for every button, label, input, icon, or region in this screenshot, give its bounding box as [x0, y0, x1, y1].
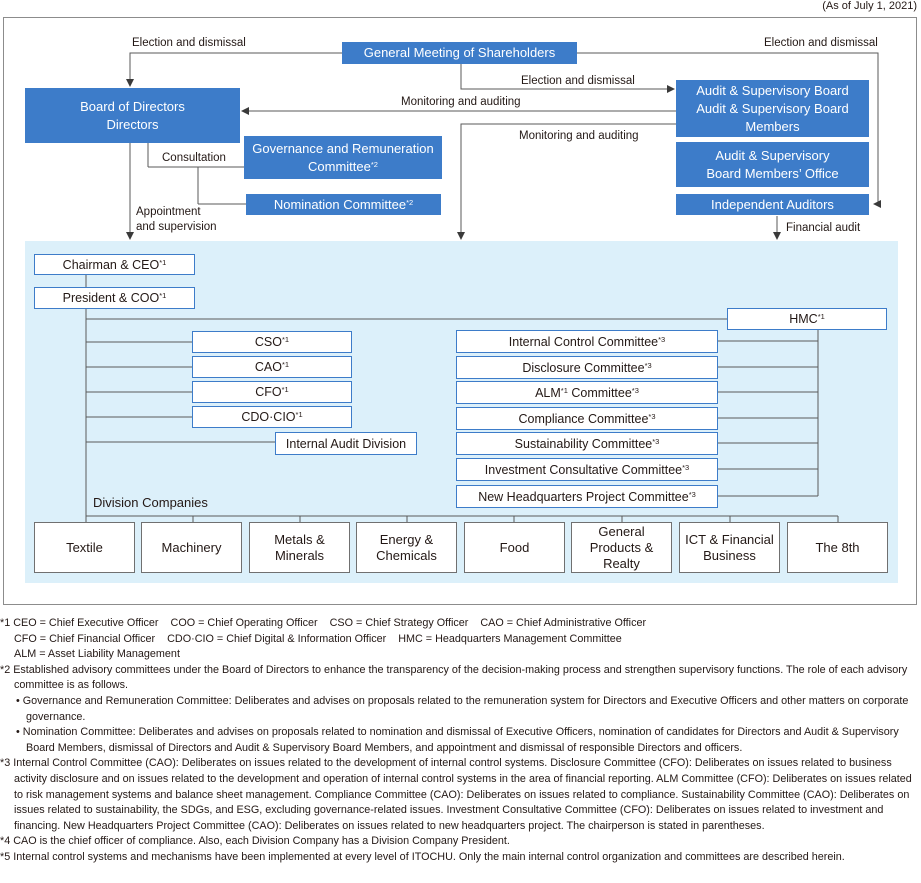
cdo-cio-box: CDO·CIO*1: [192, 406, 352, 428]
as-of-date: (As of July 1, 2021): [822, 0, 917, 12]
footnote-1-line2: CFO = Chief Financial Officer CDO·CIO = …: [14, 632, 622, 645]
nom-comm-label: Nomination Committee*2: [273, 196, 414, 212]
shareholders-label: General Meeting of Shareholders: [363, 45, 556, 60]
internal-audit-division-box: Internal Audit Division: [275, 432, 417, 455]
audit-board-line3: Members: [745, 118, 800, 134]
division-companies-label: Division Companies: [93, 495, 208, 510]
audit-board-line1: Audit & Supervisory Board: [696, 82, 849, 98]
footnote-2: *2 Established advisory committees under…: [0, 663, 908, 692]
board-title: Board of Directors: [80, 98, 185, 114]
consultation-label: Consultation: [162, 152, 226, 164]
audit-office-line2: Board Members’ Office: [706, 165, 839, 181]
shareholders-meeting-box: General Meeting of Shareholders: [342, 42, 577, 64]
footnote-mark: *3: [658, 334, 666, 344]
division-textile: Textile: [34, 522, 135, 573]
cfo-box: CFO*1: [192, 381, 352, 403]
alm-committee-box: ALM*1 Committee*3: [456, 381, 718, 404]
division-food: Food: [464, 522, 565, 573]
footnote-mark: *1: [295, 410, 303, 419]
election-dismissal-left-label: Election and dismissal: [132, 37, 246, 49]
new-hq-project-committee-box: New Headquarters Project Committee*3: [456, 485, 718, 508]
footnote-mark: *3: [682, 462, 690, 472]
governance-remuneration-committee-box: Governance and Remuneration Committee*2: [244, 136, 442, 179]
footnote-2-bullet-2: • Nomination Committee: Deliberates and …: [16, 726, 899, 754]
footnote-mark: *1: [281, 385, 289, 394]
footnote-1-line1: *1 CEO = Chief Executive Officer COO = C…: [0, 617, 647, 629]
footnote-2-bullet-1: • Governance and Remuneration Committee:…: [16, 694, 909, 723]
footnote-mark: *2: [406, 197, 414, 207]
chart-frame: [3, 17, 917, 605]
footnote-mark: *1: [282, 335, 290, 344]
election-dismissal-mid-label: Election and dismissal: [521, 75, 635, 87]
footnote-mark: *3: [648, 411, 656, 421]
cso-box: CSO*1: [192, 331, 352, 353]
hmc-box: HMC*1: [727, 308, 887, 330]
investment-consultative-committee-box: Investment Consultative Committee*3: [456, 458, 718, 481]
footnote-1-line3: ALM = Asset Liability Management: [14, 648, 180, 661]
footnote-mark: *1: [159, 257, 167, 267]
footnote-mark: *3: [652, 436, 660, 446]
gov-comm-line1: Governance and Remuneration: [252, 140, 434, 156]
independent-auditors-box: Independent Auditors: [676, 194, 869, 215]
compliance-committee-box: Compliance Committee*3: [456, 407, 718, 430]
footnotes: *1 CEO = Chief Executive Officer COO = C…: [0, 616, 918, 866]
division-energy-chemicals: Energy &Chemicals: [356, 522, 457, 573]
election-dismissal-right-label: Election and dismissal: [764, 37, 878, 49]
board-subtitle: Directors: [106, 116, 159, 132]
audit-board-line2: Audit & Supervisory Board: [696, 100, 849, 116]
audit-supervisory-board-box: Audit & Supervisory Board Audit & Superv…: [676, 80, 869, 137]
footnote-4: *4 CAO is the chief officer of complianc…: [0, 835, 510, 848]
financial-audit-label: Financial audit: [786, 222, 861, 234]
division-metals-minerals: Metals &Minerals: [249, 522, 350, 573]
gov-comm-line2: Committee*2: [308, 158, 378, 174]
footnote-mark: *1: [817, 312, 825, 321]
monitoring-auditing-label-1: Monitoring and auditing: [401, 96, 521, 108]
footnote-mark: *1: [282, 360, 290, 369]
footnote-mark: *3: [631, 385, 639, 395]
division-the-8th: The 8th: [787, 522, 888, 573]
board-of-directors-box: Board of Directors Directors: [25, 88, 240, 143]
sustainability-committee-box: Sustainability Committee*3: [456, 432, 718, 455]
president-coo-box: President & COO*1: [34, 287, 195, 309]
internal-audit-label: Internal Audit Division: [285, 436, 407, 451]
footnote-5: *5 Internal control systems and mechanis…: [0, 850, 845, 863]
footnote-mark: *1: [560, 385, 568, 395]
audit-board-office-box: Audit & Supervisory Board Members’ Offic…: [676, 142, 869, 187]
footnote-3: *3 Internal Control Committee (CAO): Del…: [0, 757, 912, 832]
monitoring-auditing-label-2: Monitoring and auditing: [519, 130, 639, 142]
footnote-mark: *3: [644, 360, 652, 370]
division-machinery: Machinery: [141, 522, 242, 573]
footnote-mark: *1: [159, 291, 167, 300]
disclosure-committee-box: Disclosure Committee*3: [456, 356, 718, 379]
nomination-committee-box: Nomination Committee*2: [246, 194, 441, 215]
cao-box: CAO*1: [192, 356, 352, 378]
appointment-supervision-label: Appointment and supervision: [136, 206, 217, 233]
ind-auditors-label: Independent Auditors: [711, 196, 834, 212]
footnote-mark: *3: [688, 489, 696, 499]
internal-control-committee-box: Internal Control Committee*3: [456, 330, 718, 353]
connector-lines: [85, 52, 881, 522]
chairman-ceo-box: Chairman & CEO*1: [34, 254, 195, 275]
footnote-mark: *2: [370, 159, 378, 169]
audit-office-line1: Audit & Supervisory: [715, 147, 830, 163]
